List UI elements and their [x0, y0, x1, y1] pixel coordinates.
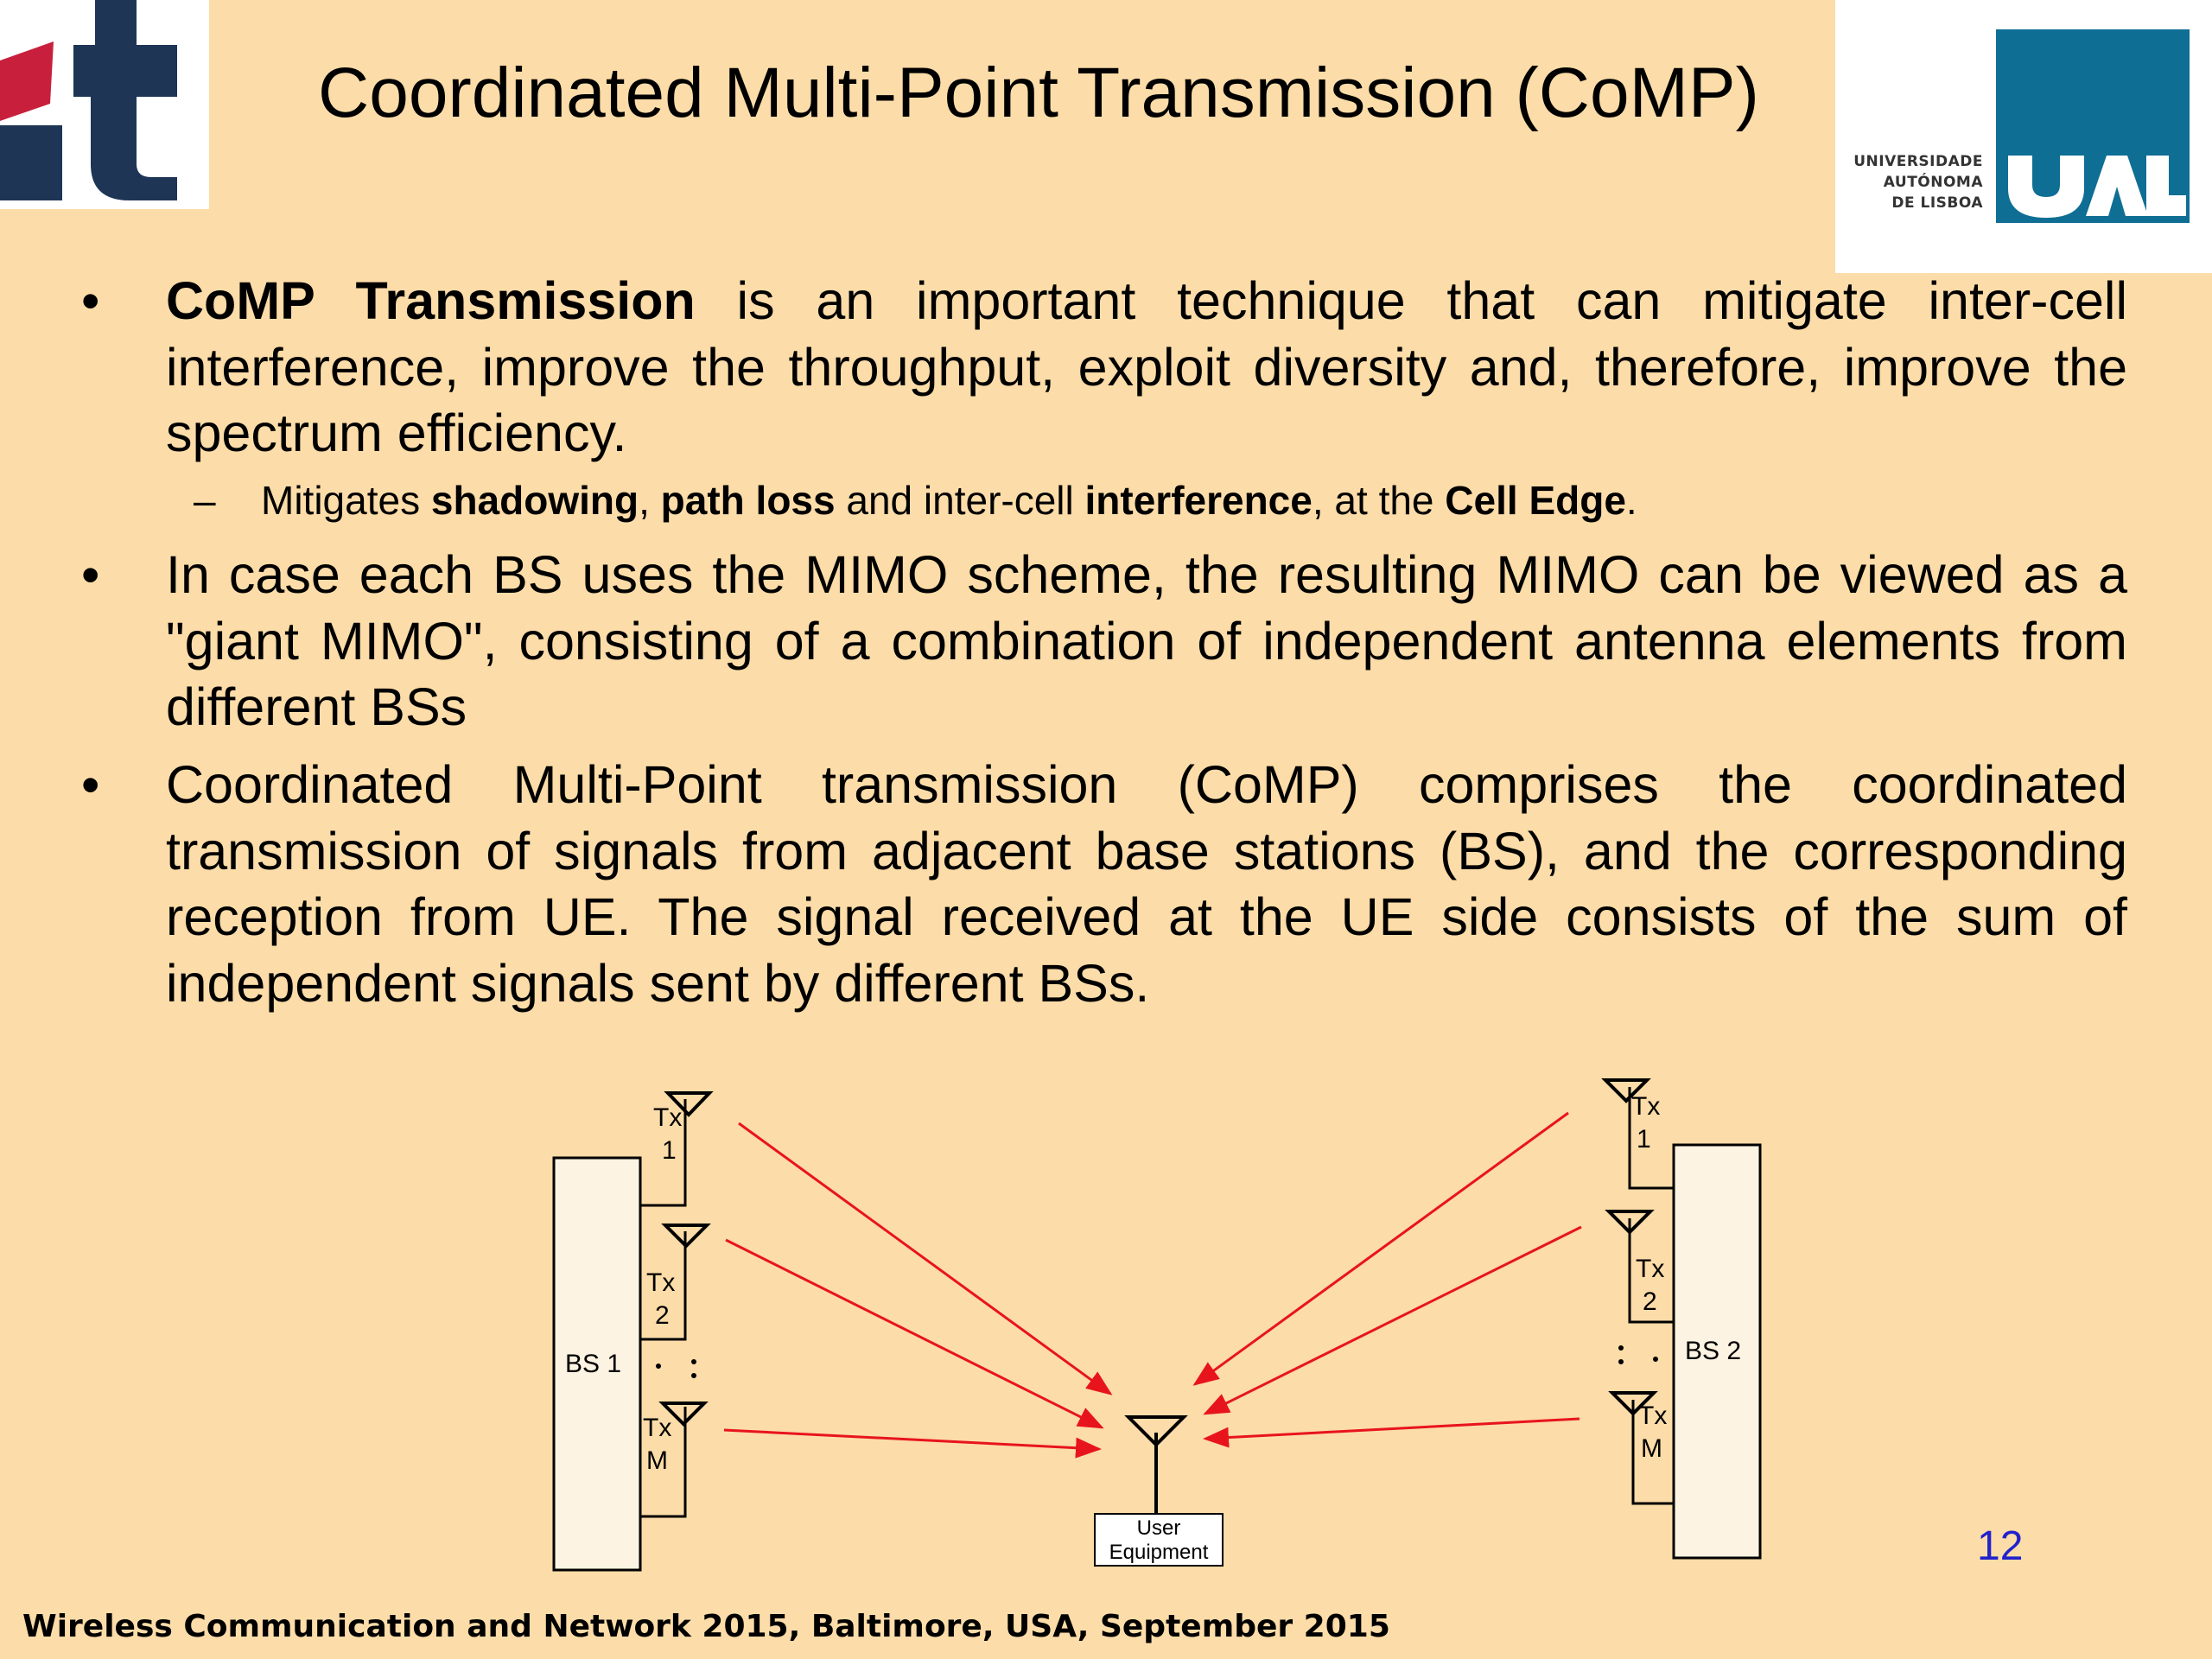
- sub-bullet: – Mitigates shadowing, path loss and int…: [194, 470, 1637, 531]
- ual-emblem: [1996, 29, 2190, 223]
- bs2-label: BS 2: [1685, 1337, 1741, 1365]
- sub-text-2: ,: [639, 478, 661, 523]
- bs1-txm-num: M: [646, 1446, 668, 1475]
- slide-title: Coordinated Multi-Point Transmission (Co…: [318, 54, 1759, 132]
- arrow-bs2-tx2: [1203, 1225, 1582, 1415]
- bs1-label: BS 1: [565, 1350, 621, 1378]
- bullet-marker: •: [81, 271, 100, 330]
- it-logo-graphic: [0, 0, 177, 200]
- bs1-box: [552, 1156, 642, 1572]
- bs2-txm-num: M: [1641, 1434, 1662, 1463]
- arrow-bs2-tx1: [1192, 1111, 1569, 1386]
- signal-arrows: [723, 1111, 1582, 1459]
- arrow-bs1-tx2: [725, 1238, 1104, 1429]
- arrow-bs2-txm: [1203, 1417, 1580, 1448]
- antenna-icon: [658, 1402, 709, 1427]
- it-logo: [0, 0, 209, 209]
- antenna-icon: [1608, 1391, 1658, 1416]
- ue-label-2: Equipment: [1109, 1541, 1209, 1564]
- antenna-icon: [1601, 1078, 1651, 1103]
- sub-bold-interference: interference: [1084, 478, 1313, 523]
- bs2-tx1-label: Tx: [1631, 1092, 1660, 1121]
- antenna-icon: [661, 1224, 711, 1249]
- bs2-txm-label: Tx: [1638, 1402, 1667, 1430]
- bs1-tx2-label: Tx: [646, 1268, 675, 1297]
- bullet-marker: •: [81, 545, 100, 604]
- sub-bold-path-loss: path loss: [660, 478, 836, 523]
- bullet-marker: •: [81, 755, 100, 814]
- bs2-tx2-label: Tx: [1636, 1255, 1664, 1283]
- bs1-txm-label: Tx: [643, 1414, 671, 1442]
- ual-line-2: AUTÓNOMA: [1883, 174, 1983, 191]
- bullet-1-text: is an important technique that can mitig…: [166, 271, 2127, 462]
- bullet-1-bold: CoMP Transmission: [166, 271, 696, 330]
- bullet-1: • CoMP Transmission is an important tech…: [81, 268, 2127, 467]
- user-equipment: User Equipment: [1094, 1415, 1224, 1567]
- sub-marker: –: [194, 478, 216, 523]
- bs2-box: [1672, 1143, 1762, 1560]
- bs2-tx1-num: 1: [1637, 1125, 1651, 1154]
- ual-line-3: DE LISBOA: [1891, 194, 1983, 212]
- sub-text-4: , at the: [1312, 478, 1446, 523]
- bullet-3-text: Coordinated Multi-Point transmission (Co…: [166, 755, 2127, 1013]
- ue-antenna-icon: [1124, 1415, 1188, 1447]
- bs1-group: BS 1 Tx 1 Tx 2 Tx M: [552, 1091, 714, 1572]
- bs1-tx2-num: 2: [655, 1301, 670, 1330]
- sub-bold-cell-edge: Cell Edge: [1445, 478, 1626, 523]
- arrow-bs1-tx1: [738, 1122, 1113, 1395]
- sub-text-3: and inter-cell: [835, 478, 1085, 523]
- antenna-icon: [1605, 1210, 1655, 1235]
- antenna-icon: [664, 1091, 714, 1117]
- sub-text-1: Mitigates: [261, 478, 431, 523]
- bullet-2: • In case each BS uses the MIMO scheme, …: [81, 542, 2127, 741]
- bs1-tx1-num: 1: [662, 1136, 677, 1165]
- sub-bold-shadowing: shadowing: [430, 478, 639, 523]
- ue-box: [1094, 1513, 1224, 1567]
- sub-text-5: .: [1625, 478, 1637, 523]
- ual-name: UNIVERSIDADE AUTÓNOMA DE LISBOA: [1853, 151, 1983, 213]
- bs1-tx1-label: Tx: [653, 1103, 682, 1132]
- ue-label-1: User: [1137, 1516, 1181, 1540]
- ual-logo: UNIVERSIDADE AUTÓNOMA DE LISBOA: [1835, 0, 2212, 273]
- bullet-2-text: In case each BS uses the MIMO scheme, th…: [166, 545, 2127, 736]
- bs2-group: BS 2 Tx 1 Tx 2 Tx M: [1601, 1078, 1762, 1560]
- bullet-3: • Coordinated Multi-Point transmission (…: [81, 752, 2127, 1016]
- bs2-tx2-num: 2: [1643, 1287, 1657, 1316]
- footer: Wireless Communication and Network 2015,…: [22, 1609, 1390, 1644]
- page-number: 12: [1977, 1523, 2024, 1569]
- ual-line-1: UNIVERSIDADE: [1853, 153, 1983, 170]
- arrow-bs1-txm: [723, 1428, 1102, 1459]
